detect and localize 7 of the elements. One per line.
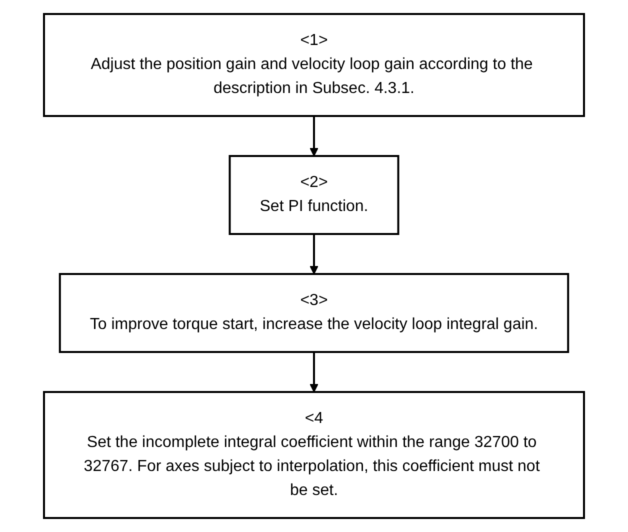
node-box: <3> To improve torque start, increase the velocity loop integral gain. xyxy=(58,273,570,353)
arrow xyxy=(310,116,318,156)
node-box: <2> Set PI function. xyxy=(228,155,400,235)
node-box: <4 Set the incomplete integral coefficient within the range 32700 to 32767. For axes subject to interpolation, this coefficient must not be set. xyxy=(43,391,585,519)
arrow xyxy=(310,352,318,392)
arrow xyxy=(310,234,318,274)
node-box: <1> Adjust the position gain and velocity loop gain according to the description in Subsec. 4.3.1. xyxy=(43,13,585,117)
